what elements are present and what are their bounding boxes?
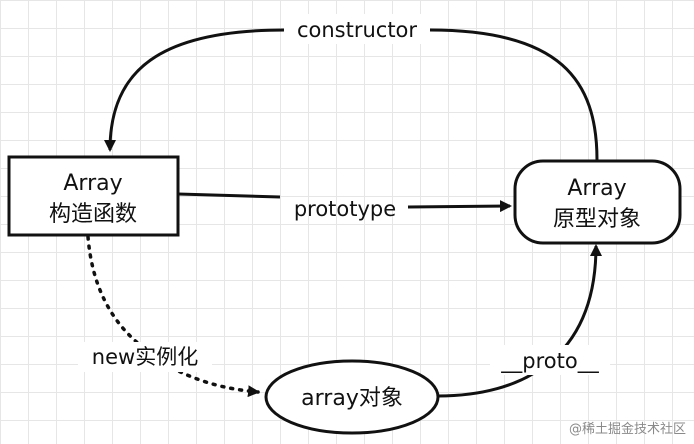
node-array-object: array对象 xyxy=(264,359,440,435)
node-array-constructor: Array 构造函数 xyxy=(7,155,180,237)
edge-constructor-label-bg xyxy=(284,14,430,44)
node-array-prototype-line2: 原型对象 xyxy=(553,207,641,232)
edge-new-instance-label: new实例化 xyxy=(92,345,198,369)
edge-new-instance-label-bg xyxy=(78,342,212,372)
node-array-prototype-line1: Array xyxy=(567,176,626,201)
edge-proto-label: __proto__ xyxy=(500,349,599,374)
edge-constructor-label: constructor xyxy=(297,18,417,42)
edge-new-instance xyxy=(86,235,260,398)
node-array-object-label: array对象 xyxy=(301,386,403,411)
node-array-constructor-line1: Array xyxy=(63,171,122,196)
edge-prototype-label: prototype xyxy=(294,197,396,221)
edge-prototype xyxy=(177,192,510,207)
watermark: @稀土掘金技术社区 xyxy=(569,421,686,437)
node-array-constructor-line2: 构造函数 xyxy=(49,202,137,227)
edge-proto-label-bg xyxy=(490,345,610,375)
node-array-prototype: Array 原型对象 xyxy=(513,159,682,245)
edge-constructor xyxy=(104,28,599,161)
